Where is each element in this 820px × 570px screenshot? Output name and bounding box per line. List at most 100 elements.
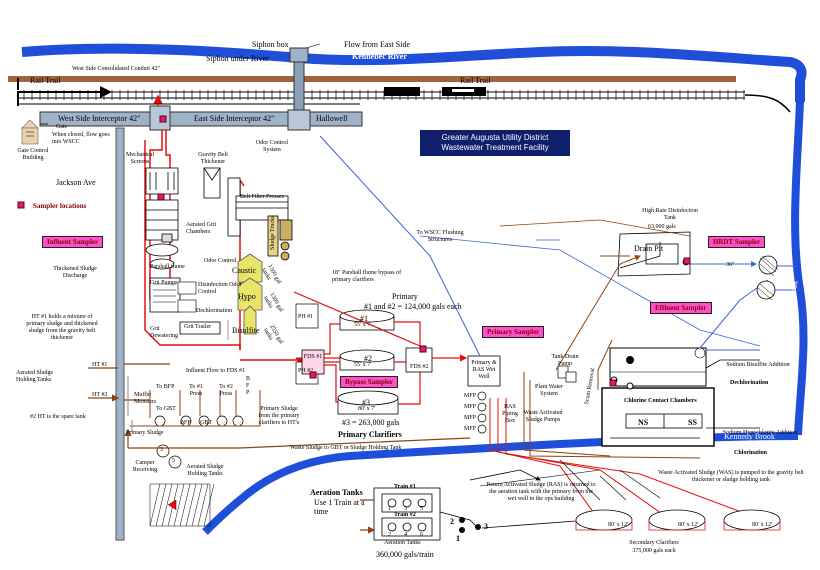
mfp-label-1: MFP	[464, 393, 477, 399]
train-car-1	[384, 87, 420, 96]
dechlorination-label: Dechlorination	[730, 380, 769, 386]
ph1-label: PH #1	[298, 314, 314, 320]
camper-receiving-area	[149, 483, 215, 527]
flow-from-east-label: Flow from East Side	[344, 40, 410, 49]
influent-sampler-label: Influent Sampler	[42, 236, 104, 248]
mfp-pumps	[477, 391, 487, 434]
fds-2	[405, 347, 433, 373]
clarifier-3-capacity: #3 = 263,000 gals	[342, 418, 400, 427]
rail-trail-right-label: Rail Trail	[460, 76, 491, 85]
chemical-tanks	[237, 253, 263, 335]
clarifier-3-label: #3	[362, 398, 370, 407]
facility-title-line1: Greater Augusta Utility District	[441, 133, 549, 142]
was-note: Waste Activated Sludge (WAS) is pumped t…	[658, 470, 804, 483]
train-num-6: 6	[420, 532, 423, 538]
secondary-clarifiers-label: Secondary Clarifiers	[629, 540, 679, 546]
drain-pit-label: Drain Pit	[634, 244, 664, 253]
waste-sludge-note: Waste Sludge to GBT or Sludge Holding Ta…	[290, 445, 402, 451]
rail-trail-left-label: Rail Trail	[30, 76, 61, 85]
gate-label: Gate	[56, 124, 68, 130]
gbt-label: Gravity Belt Thickener	[198, 152, 228, 165]
kennedy-brook-right	[791, 99, 808, 436]
rail-curve	[744, 94, 791, 113]
grit-dewatering-label: Grit Dewatering	[150, 326, 178, 339]
primary-sludge-note: Primary Sludge from the primary clarifie…	[258, 406, 300, 426]
primary-capacity: #1 and #2 = 124,000 gals each	[364, 302, 462, 311]
influent-flow-label: Influent Flow to FDS #1	[186, 368, 246, 374]
pump-label-bfp: BFP	[180, 420, 191, 426]
siphon-under-river-label: Siphon under River	[206, 54, 269, 63]
clarifier-3-dim: 80' x 7'	[358, 406, 376, 412]
rail-trail	[8, 76, 736, 82]
primary-label: Primary	[392, 292, 418, 301]
secondary-capacity: 375,000 gals each	[632, 548, 676, 554]
grit-trailer-label: Grit Trailer	[184, 324, 212, 330]
hrdt-sampler-label: HRDT Sampler	[708, 236, 766, 248]
clarifier-2-label: #2	[364, 354, 372, 363]
camper-receiving-label: Camper Receiving	[132, 460, 158, 473]
mechanical-screens-block	[145, 167, 179, 270]
odor-control-label: Odor Control	[204, 258, 237, 264]
hypo-label: Hypo	[238, 292, 256, 301]
hallowell-label: Hallowell	[316, 114, 348, 123]
primary-ras-well-label: Primary & RAS Wet Well	[471, 360, 497, 380]
train1-label: Train #1	[394, 484, 416, 490]
ns-label: NS	[638, 418, 649, 427]
ss-label: SS	[688, 418, 697, 427]
train-num-1: 1	[388, 506, 391, 512]
kennedy-brook-bottom-label: Kennedy Brook	[724, 432, 775, 441]
sc-num-2: 2	[450, 517, 454, 526]
gate-building-label: Gate Control Building	[17, 148, 49, 161]
gate-control-building	[21, 119, 39, 145]
was-pumps-label: Waste Activated Sludge Pumps	[523, 410, 563, 423]
ph2-label: PH #2	[298, 368, 314, 374]
train-num-5: 5	[420, 506, 423, 512]
effluent-sampler-label: Effluent Sampler	[650, 302, 712, 314]
sampler-locations-legend: Sampler locations	[28, 200, 92, 212]
primary-ras-wet-well	[467, 355, 501, 387]
primary-clarifiers	[337, 309, 399, 415]
mfp-label-3: MFP	[464, 415, 477, 421]
aeration-sub-label: Use 1 Train at a time	[314, 498, 365, 517]
sludge-pumps	[154, 415, 244, 469]
sludge-truck-area	[267, 215, 293, 261]
to-gbt-label: To GBT	[156, 406, 176, 412]
chlorination-label: Chlorination	[734, 450, 768, 456]
high-rate-tank-label: High Rate Disinfection Tank	[642, 208, 698, 221]
siphon-box-label: Siphon box	[252, 40, 289, 49]
facility-title: Greater Augusta Utility District Wastewa…	[420, 130, 570, 156]
flume-note: 18" Parshall flume bypass of primary cla…	[332, 270, 402, 283]
to-press2-label: To #2 Press	[219, 384, 233, 397]
tank-drain-pump-label: Tank Drain Pump	[551, 354, 579, 367]
mfp-label-4: MFP	[464, 426, 477, 432]
muffin-monsters-label: Muffin Monsters	[134, 392, 157, 405]
west-interceptor-label: West Side Interceptor 42"	[58, 114, 141, 123]
bfp-vertical-label: B F P	[246, 376, 251, 396]
clarifier-1-label: #1	[360, 314, 368, 323]
train-num-4: 4	[404, 532, 407, 538]
plant-water-system-label: Plant Water System	[535, 384, 563, 397]
num3-label: 3	[160, 447, 163, 453]
aeration-tanks2-label: Aeration Tanks	[384, 540, 421, 546]
fds1-label: FDS #1	[303, 354, 323, 360]
thickened-sludge-discharge-label: Thickened Sludge Discharge	[53, 266, 97, 279]
num5-label: 5	[172, 458, 175, 464]
ht2-label: HT #2	[92, 392, 108, 398]
train2-label: Train #2	[394, 512, 416, 518]
ras-piping-box-label: RAS Piping Box	[502, 404, 518, 424]
train-num-3: 3	[404, 506, 407, 512]
siphon-box	[289, 47, 309, 63]
primary-sludge-label: Primary Sludge	[126, 430, 164, 436]
aerated-holding-tanks2-label: Aerated Sludge Holding Tanks	[186, 464, 224, 477]
to-wscc-label: To WSCC Flushing Structures	[416, 230, 464, 243]
disinfection-odor-control-label: Disinfection Odor Control	[198, 282, 242, 295]
clarifier-2-dim: 55' x 7'	[354, 362, 372, 368]
pumphouse-1	[295, 303, 319, 329]
sc-num-1: 1	[456, 534, 460, 543]
aerated-holding-tanks-label: Aerated Sludge Holding Tanks	[16, 370, 54, 383]
mechanical-screens-label: Mechanical Screens	[126, 152, 154, 165]
sodium-hypochlorite-label: Sodium Hypochlorite Addition	[722, 430, 798, 436]
clarifier-1-dim: 55' x 7'	[354, 322, 372, 328]
west-conduit-label: West Side Consolidated Conduit 42"	[72, 66, 160, 72]
to-bfp-label: To BFP	[156, 384, 175, 390]
